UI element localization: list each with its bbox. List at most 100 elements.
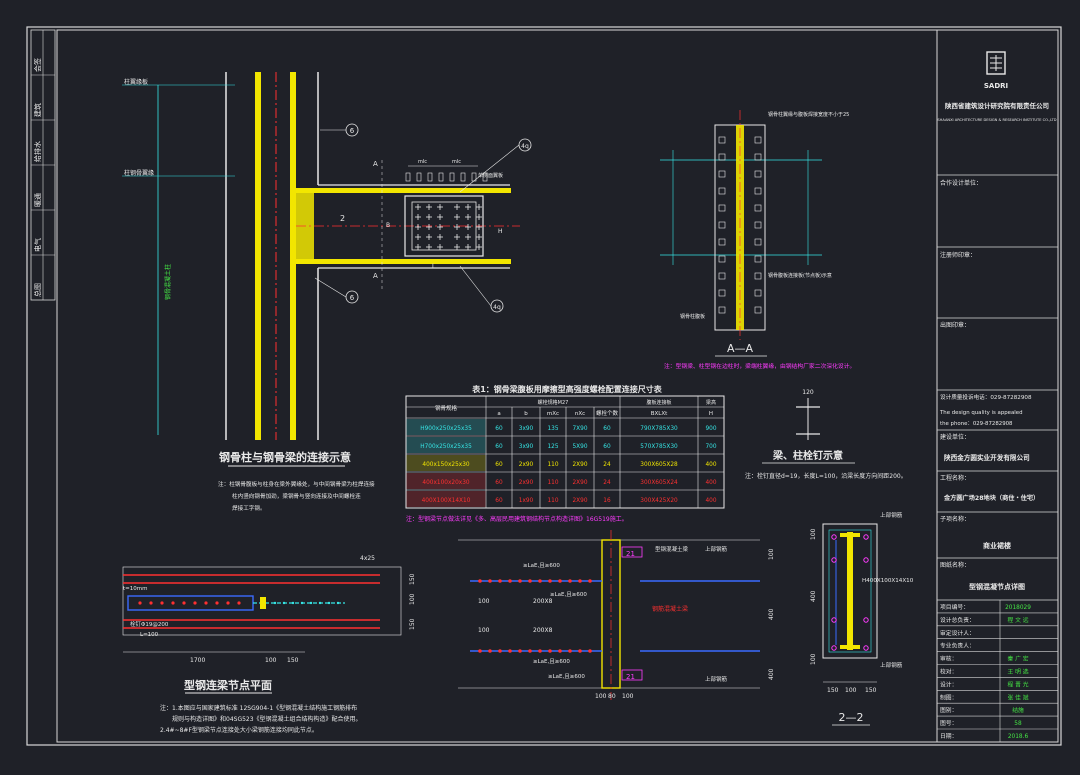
table-cell: H900x250x25x35 <box>420 426 472 432</box>
dim-mlc-2: mlc <box>452 159 461 165</box>
tb-row-label: 设计： <box>940 680 957 688</box>
subitem-name: 商业裙楼 <box>983 541 1011 550</box>
plan-label-l: L=100 <box>140 632 159 638</box>
label-column-steel: 柱钢骨翼缘 <box>124 169 154 177</box>
subitem-label: 子项名称： <box>940 515 970 523</box>
stud-note: 注：栓钉直径d=19，长度L=100，沿梁长度方向间距200。 <box>745 472 907 480</box>
plan-dim-150-v1: 150 <box>409 573 416 585</box>
table-cell: 400x100x20x30 <box>422 480 469 486</box>
elev-lae-3: ≥LaE,且≥600 <box>533 658 570 665</box>
table-cell: 2x90 <box>519 480 534 486</box>
table-cell: 60 <box>495 444 503 450</box>
plan-dim-150: 150 <box>287 657 299 664</box>
elev-dim-100-2: 100 <box>478 627 490 634</box>
table-cell: 110 <box>547 498 558 504</box>
beam-bottom-flange <box>296 259 511 264</box>
outer-frame <box>26 26 1062 746</box>
svg-text:6: 6 <box>350 294 355 302</box>
table-cell: 3x90 <box>519 426 534 432</box>
table-cell: 2X90 <box>572 480 587 486</box>
stud-title: 梁、柱栓钉示意 <box>772 449 843 462</box>
tb-row-value: 秦 广 宏 <box>1007 655 1028 663</box>
table-cell: 60 <box>603 444 611 450</box>
splice-plate <box>404 195 484 257</box>
tb-row-label: 图别： <box>940 706 957 714</box>
detail1-note-3: 焊接工字钢。 <box>232 504 266 512</box>
elev-rc-beam: 钢筋混凝土梁 <box>652 605 688 613</box>
section-mark-2: 2 <box>340 214 345 223</box>
drawing-name: 型钢混凝节点详图 <box>969 582 1025 591</box>
tb-row-value: 程 文 远 <box>1007 616 1028 624</box>
dim-l: L <box>432 263 436 270</box>
strip-label-1: 建筑 <box>33 103 42 117</box>
sec22-dim-100-v2: 100 <box>810 653 817 665</box>
elev-dim-100-1: 100 <box>478 598 490 605</box>
table-cell: 60 <box>603 426 611 432</box>
elev-dim-100-4: 100 <box>622 693 634 700</box>
dim-h: H <box>498 228 503 235</box>
table-cell: 2x90 <box>519 462 534 468</box>
sec22-rebars <box>831 534 869 651</box>
dim-b: B <box>386 222 390 229</box>
table-group-height: 梁高 <box>706 399 716 406</box>
section-mark-a-top: A <box>373 160 378 168</box>
quality-phone: 设计质量投诉电话：029-87282908 <box>940 393 1032 401</box>
sec22-bottom-rebar: 上部钢筋 <box>880 661 903 669</box>
detail-section-aa: A—A 注：型钢梁、柱型钢在边柱时，梁端柱翼缘，由钢结构厂家二次深化设计。 钢骨… <box>660 110 855 370</box>
table-cell: 400 <box>705 462 716 468</box>
project-name: 金方圆广场28地块（商住・住宅） <box>943 494 1039 502</box>
table-cell: 24 <box>603 462 611 468</box>
table-cell: 400X100X14X10 <box>422 498 471 504</box>
sec22-dim-400-v: 400 <box>810 590 817 602</box>
table-cell: 570X785X30 <box>640 444 678 450</box>
elev-dim-400-v1: 400 <box>768 608 775 620</box>
elev-src-beam: 型钢混凝土梁 <box>655 545 689 553</box>
table-cell: 60 <box>495 498 503 504</box>
detail1-note-1: 注：柱钢骨腹板与柱身在梁外翼缘处，与中间钢骨梁为柱焊连接 <box>218 480 375 488</box>
aa-label-3: 钢骨柱腹板 <box>680 313 705 320</box>
beam-top-flange <box>296 188 511 193</box>
plan-title: 型钢连梁节点平面 <box>184 678 272 692</box>
tb-row-value: 58 <box>1014 721 1022 727</box>
table-col-header: 螺栓个数 <box>596 409 619 417</box>
tb-row-value: 2018.6 <box>1008 734 1029 740</box>
table-cell: 60 <box>495 462 503 468</box>
sec22-beam-label: H400X100X14X10 <box>862 578 914 584</box>
table-cell: 400 <box>705 498 716 504</box>
table-cell: 24 <box>603 480 611 486</box>
quality-en-2: the phone：029-87282908 <box>940 421 1013 427</box>
elev-dim-100-3: 100 <box>595 693 607 700</box>
stamp-label: 出图印章： <box>940 321 970 329</box>
stud-dim: 120 <box>802 389 814 396</box>
tb-row-value: 程 晋 光 <box>1007 680 1028 688</box>
elev-lae-4: ≥LaE,且≥600 <box>548 673 585 680</box>
table-group-bolts: 螺栓规格M27 <box>538 399 569 406</box>
left-signature-strip: 会签 建筑 给排水 暖通 电气 总图 <box>30 29 56 301</box>
plan-label-stud: 栓钉Φ19@200 <box>130 620 169 628</box>
table-col-header: a <box>497 411 500 417</box>
sec22-web <box>847 532 853 650</box>
company-name: 陕西省建筑设计研究院有限责任公司 <box>945 101 1049 110</box>
table-group-plate: 腹板连接板 <box>646 399 671 406</box>
table-cell: 2X90 <box>572 462 587 468</box>
tb-row-label: 项目编号： <box>940 603 969 611</box>
table-cell: 400x150x25x30 <box>422 462 469 468</box>
table-cell: H700x250x25x35 <box>420 444 472 450</box>
elev-mark-21-top: 21 <box>626 550 635 558</box>
tb-row-value: 结施 <box>1012 706 1024 714</box>
svg-text:4q: 4q <box>493 304 501 311</box>
sec22-title: 2—2 <box>839 711 864 724</box>
tb-row-label: 制图： <box>940 693 957 701</box>
quality-en-1: The design quality is appealed <box>939 410 1023 416</box>
client-name: 陕西金方圆实业开发有限公司 <box>944 453 1030 462</box>
table-cell: 300X425X20 <box>640 498 678 504</box>
strip-label-5: 总图 <box>33 283 42 297</box>
tb-row-label: 专业负责人： <box>940 642 975 650</box>
plan-note-3: 2.4#~8#F型钢梁节点连接处大小梁钢筋连接均同此节点。 <box>160 726 318 734</box>
table-cell: 790X785X30 <box>640 426 678 432</box>
strip-label-3: 暖通 <box>33 193 42 207</box>
table-cell: 1x90 <box>519 498 534 504</box>
